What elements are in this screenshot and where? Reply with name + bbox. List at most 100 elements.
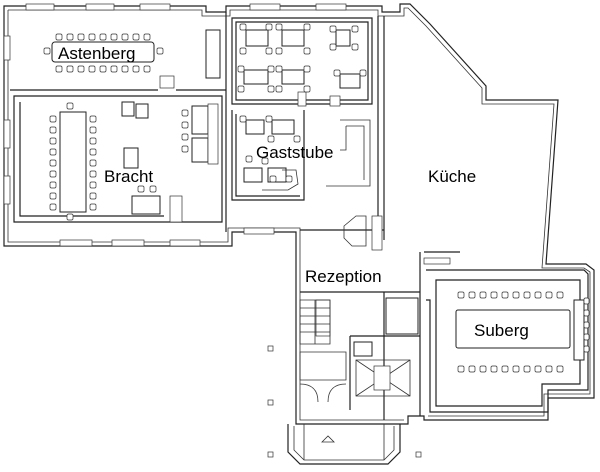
chair [49,126,57,134]
astenberg-chairs [43,33,164,73]
bracht-furniture [59,101,219,223]
chair [110,33,118,41]
chair [181,109,189,117]
room-label-astenberg: Astenberg [58,44,136,63]
chair [285,175,293,183]
chair [468,365,476,373]
chair [88,65,96,73]
chair [583,297,590,305]
chair [89,137,97,145]
chair [329,25,337,33]
chair [275,23,283,31]
chair [275,65,283,73]
chair [351,25,359,33]
chair [49,159,57,167]
chair [137,185,145,193]
chair [545,291,553,299]
chair [239,47,247,55]
chair [66,65,74,73]
chair [110,65,118,73]
chair [583,309,590,317]
chair [181,145,189,153]
chair [88,33,96,41]
chair [66,213,74,221]
chair [523,291,531,299]
chair [583,345,590,353]
chair [143,33,151,41]
stairs [299,299,411,397]
chair [267,85,275,93]
chair [523,365,531,373]
rezeption-furniture [315,215,451,357]
chair [275,47,283,55]
chair [556,365,564,373]
chair [49,148,57,156]
chair [239,115,247,123]
chair [99,65,107,73]
chair [237,85,245,93]
chair [457,365,465,373]
chair [265,47,273,55]
chair [303,85,311,93]
interior-walls [10,12,589,420]
chair [267,135,275,143]
chair [583,333,590,341]
room-label-kueche: Küche [428,167,476,186]
chair [512,291,520,299]
chair [49,137,57,145]
chair [89,203,97,211]
chair [303,23,311,31]
chair [479,291,487,299]
chair [121,33,129,41]
chair [121,65,129,73]
chair [66,102,74,110]
room-label-rezeption: Rezeption [305,267,382,286]
chair [66,33,74,41]
chair [303,47,311,55]
chair [77,65,85,73]
chair [275,85,283,93]
chair [99,33,107,41]
chair [132,65,140,73]
chair [156,47,164,55]
chair [89,170,97,178]
chair [181,121,189,129]
gaststube-chairs [237,23,367,183]
chair [329,43,337,51]
chair [55,65,63,73]
chair [89,148,97,156]
site-markers [267,345,422,458]
chair [293,135,301,143]
chair [457,291,465,299]
chair [265,23,273,31]
chair [501,365,509,373]
outer-walls [3,3,595,425]
chair [181,133,189,141]
chair [245,155,253,163]
chair [501,291,509,299]
chair [89,159,97,167]
chair [333,69,341,77]
chair [89,192,97,200]
chair [269,175,277,183]
chair [359,69,367,77]
gaststube-furniture [243,29,361,191]
chair [479,365,487,373]
chair [351,43,359,51]
chair [132,33,140,41]
chair [468,291,476,299]
room-label-gaststube: Gaststube [256,143,334,162]
chair [49,192,57,200]
chair [261,157,269,165]
chair [303,65,311,73]
astenberg-furniture [51,29,221,89]
chair [49,170,57,178]
chair [239,23,247,31]
chair [77,33,85,41]
chair [49,115,57,123]
chair [143,65,151,73]
bracht-chairs [49,102,189,221]
chair [55,33,63,41]
room-label-suberg: Suberg [474,321,529,340]
